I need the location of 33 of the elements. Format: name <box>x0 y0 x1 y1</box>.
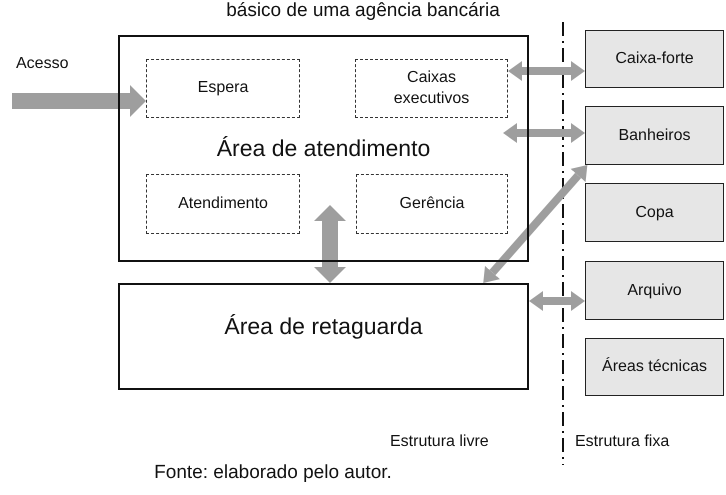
room-box <box>585 183 724 242</box>
area-box <box>118 35 529 262</box>
access-label: Acesso <box>16 55 68 73</box>
room-box <box>585 30 724 88</box>
area-box <box>118 283 529 390</box>
node-label: Atendimento <box>178 194 268 214</box>
zone-label: Estrutura livre <box>390 433 489 451</box>
block-arrow <box>483 165 588 283</box>
zone-box <box>356 174 508 234</box>
room-box <box>585 338 724 396</box>
node-label: Área de atendimento <box>216 135 430 162</box>
zone-label: Estrutura fixa <box>575 433 670 451</box>
zone-box <box>355 59 508 118</box>
node-label: Área de retaguarda <box>224 313 423 340</box>
block-arrow <box>503 123 585 143</box>
node-label: Caixas executivos <box>392 68 470 108</box>
zone-box <box>146 174 300 234</box>
caption: Fonte: elaborado pelo autor. <box>153 462 393 484</box>
block-arrow <box>314 205 346 283</box>
title: básico de uma agência bancária <box>225 0 501 22</box>
node-label: Áreas técnicas <box>602 358 707 376</box>
block-arrow <box>508 61 585 81</box>
node-label: Copa <box>635 204 674 222</box>
node-label: Espera <box>198 78 248 98</box>
node-label: Banheiros <box>618 126 691 144</box>
block-arrow <box>529 291 585 311</box>
room-box <box>585 261 724 320</box>
node-label: Arquivo <box>627 282 682 300</box>
block-arrow <box>12 85 146 117</box>
room-box <box>585 106 724 165</box>
node-label: Gerência <box>400 194 464 214</box>
zone-box <box>146 59 300 118</box>
node-label: Caixa-forte <box>615 50 694 68</box>
